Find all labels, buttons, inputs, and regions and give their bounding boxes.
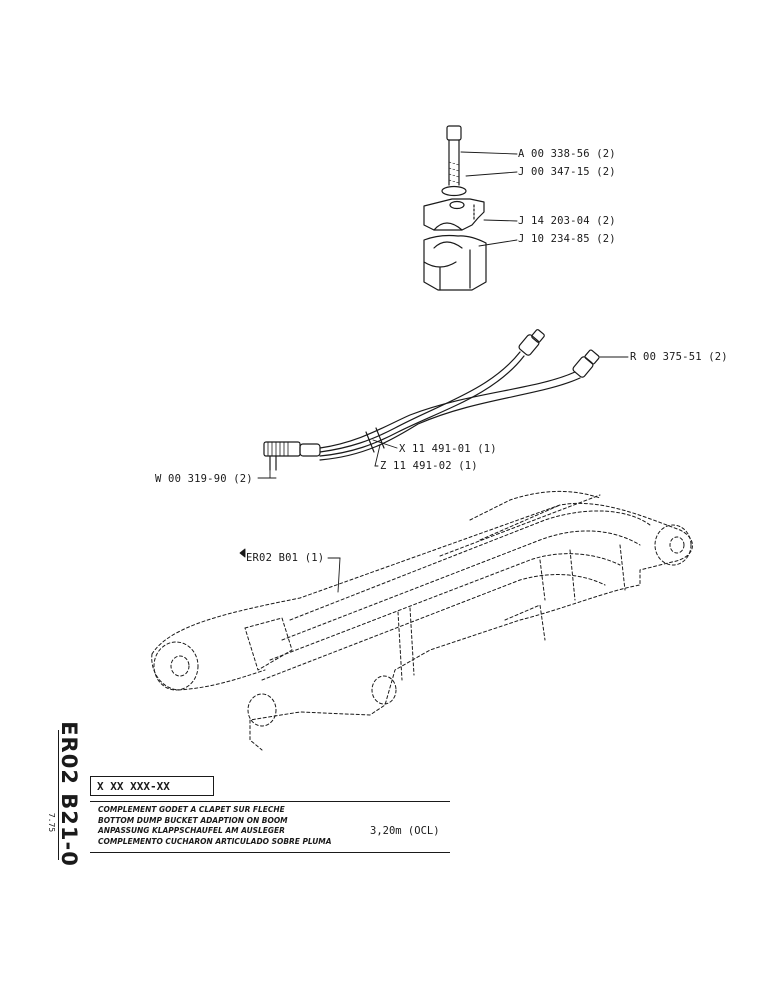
leader-line-er (239, 548, 341, 593)
boom-arm (151, 491, 693, 751)
label-z-hose: Z 11 491-02 (1) (380, 460, 478, 472)
spec-text: 3,20m (OCL) (370, 825, 440, 837)
label-j-clamp-upper: J 14 203-04 (2) (518, 215, 616, 227)
leader-lines-top (460, 151, 518, 247)
label-w-coupling: W 00 319-90 (2) (155, 473, 253, 485)
title-block: COMPLEMENT GODET A CLAPET SUR FLECHE BOT… (98, 804, 332, 846)
sheet-code: ER02 B21-0 (56, 721, 81, 867)
part-code-box: X XX XXX-XX (90, 776, 214, 796)
title-de: ANPASSUNG KLAPPSCHAUFEL AM AUSLEGER (98, 825, 285, 835)
sheet-code-vertical: ER02 B21-0 7.75 (30, 721, 81, 870)
title-rule-bottom (90, 852, 450, 854)
leader-lines-hose (257, 356, 629, 479)
label-a-bolt: A 00 338-56 (2) (518, 148, 616, 160)
label-j-clamp-lower: J 10 234-85 (2) (518, 233, 616, 245)
washer-part (441, 185, 467, 197)
label-j-washer: J 00 347-15 (2) (518, 166, 616, 178)
clamp-lower-part (423, 234, 487, 291)
side-rule (58, 730, 60, 860)
label-er-boom: ER02 B01 (1) (246, 552, 325, 564)
clamp-upper-part (423, 198, 485, 231)
title-en: BOTTOM DUMP BUCKET ADAPTION ON BOOM (98, 814, 288, 825)
title-es: COMPLEMENTO CUCHARON ARTICULADO SOBRE PL… (98, 835, 332, 846)
label-x-hose: X 11 491-01 (1) (399, 443, 497, 455)
label-r-fitting: R 00 375-51 (2) (630, 351, 728, 363)
title-rule-top (90, 801, 450, 803)
bolt-part (446, 125, 462, 186)
title-fr: COMPLEMENT GODET A CLAPET SUR FLECHE (98, 804, 285, 814)
sheet-page-number: 7.75 (47, 812, 57, 833)
hose-assembly (263, 329, 600, 471)
